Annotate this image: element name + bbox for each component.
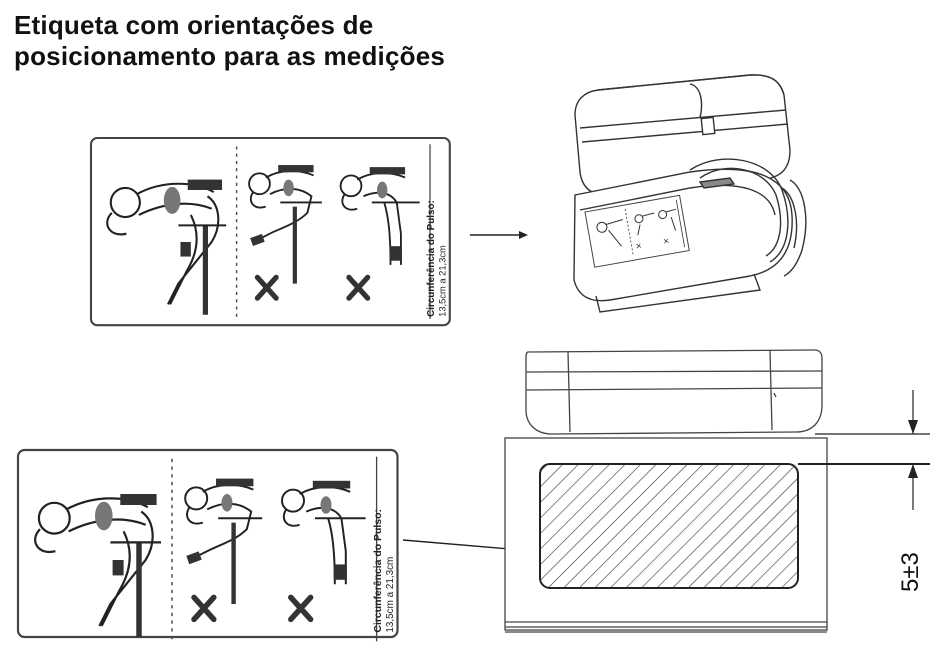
wrist-size-range-1: 13,5cm a 21,3cm — [438, 245, 448, 317]
page-title: Etiqueta com orientações de posicionamen… — [14, 10, 445, 72]
wrist-size-label-2: Circunferência do Pulso: — [373, 509, 384, 633]
svg-text:×: × — [635, 241, 643, 253]
title-line-2: posicionamento para as medições — [14, 41, 446, 71]
wrist-size-range-2: 13,5cm a 21,3cm — [385, 557, 396, 633]
label-panel-top: Circunferência do Pulso: 13,5cm a 21,3cm — [89, 136, 451, 327]
title-line-1: Etiqueta com orientações de — [14, 10, 374, 40]
wrist-size-label-1: Circunferência do Pulso: — [426, 200, 437, 317]
device-side-view — [504, 349, 828, 633]
label-panel-bottom: Circunferência do Pulso: 13,5cm a 21,3cm — [16, 448, 399, 641]
dimension-text: 5±3 — [897, 552, 924, 592]
arrow-right — [470, 231, 528, 239]
svg-text:×: × — [663, 236, 671, 248]
device-isometric: × × — [573, 74, 807, 313]
dimension-marker — [798, 390, 930, 510]
